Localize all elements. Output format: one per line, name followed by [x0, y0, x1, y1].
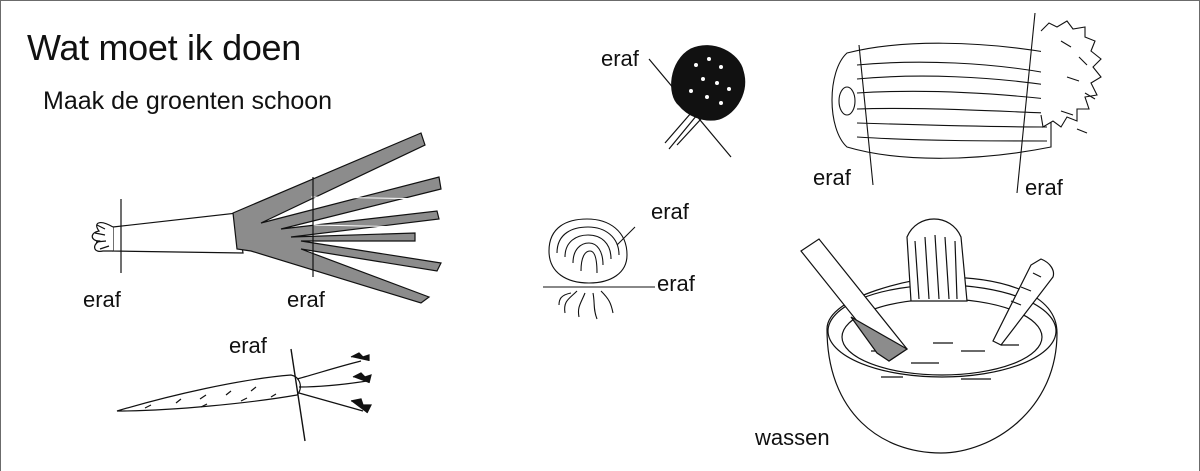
- label-leek-root-cut: eraf: [83, 287, 121, 313]
- onion-illustration: [543, 219, 655, 319]
- leek-illustration: [92, 133, 441, 303]
- label-carrot-top-cut: eraf: [229, 333, 267, 359]
- washing-bowl-illustration: [801, 219, 1057, 453]
- label-onion-root-cut: eraf: [657, 271, 695, 297]
- label-onion-top-cut: eraf: [651, 199, 689, 225]
- label-wash: wassen: [755, 425, 830, 451]
- label-broccoli-stem-cut: eraf: [601, 46, 639, 72]
- label-leek-top-cut: eraf: [287, 287, 325, 313]
- label-celery-top-cut: eraf: [1025, 175, 1063, 201]
- broccoli-illustration: [649, 46, 745, 157]
- label-celery-root-cut: eraf: [813, 165, 851, 191]
- carrot-illustration: [117, 349, 371, 441]
- celery-illustration: [832, 13, 1101, 193]
